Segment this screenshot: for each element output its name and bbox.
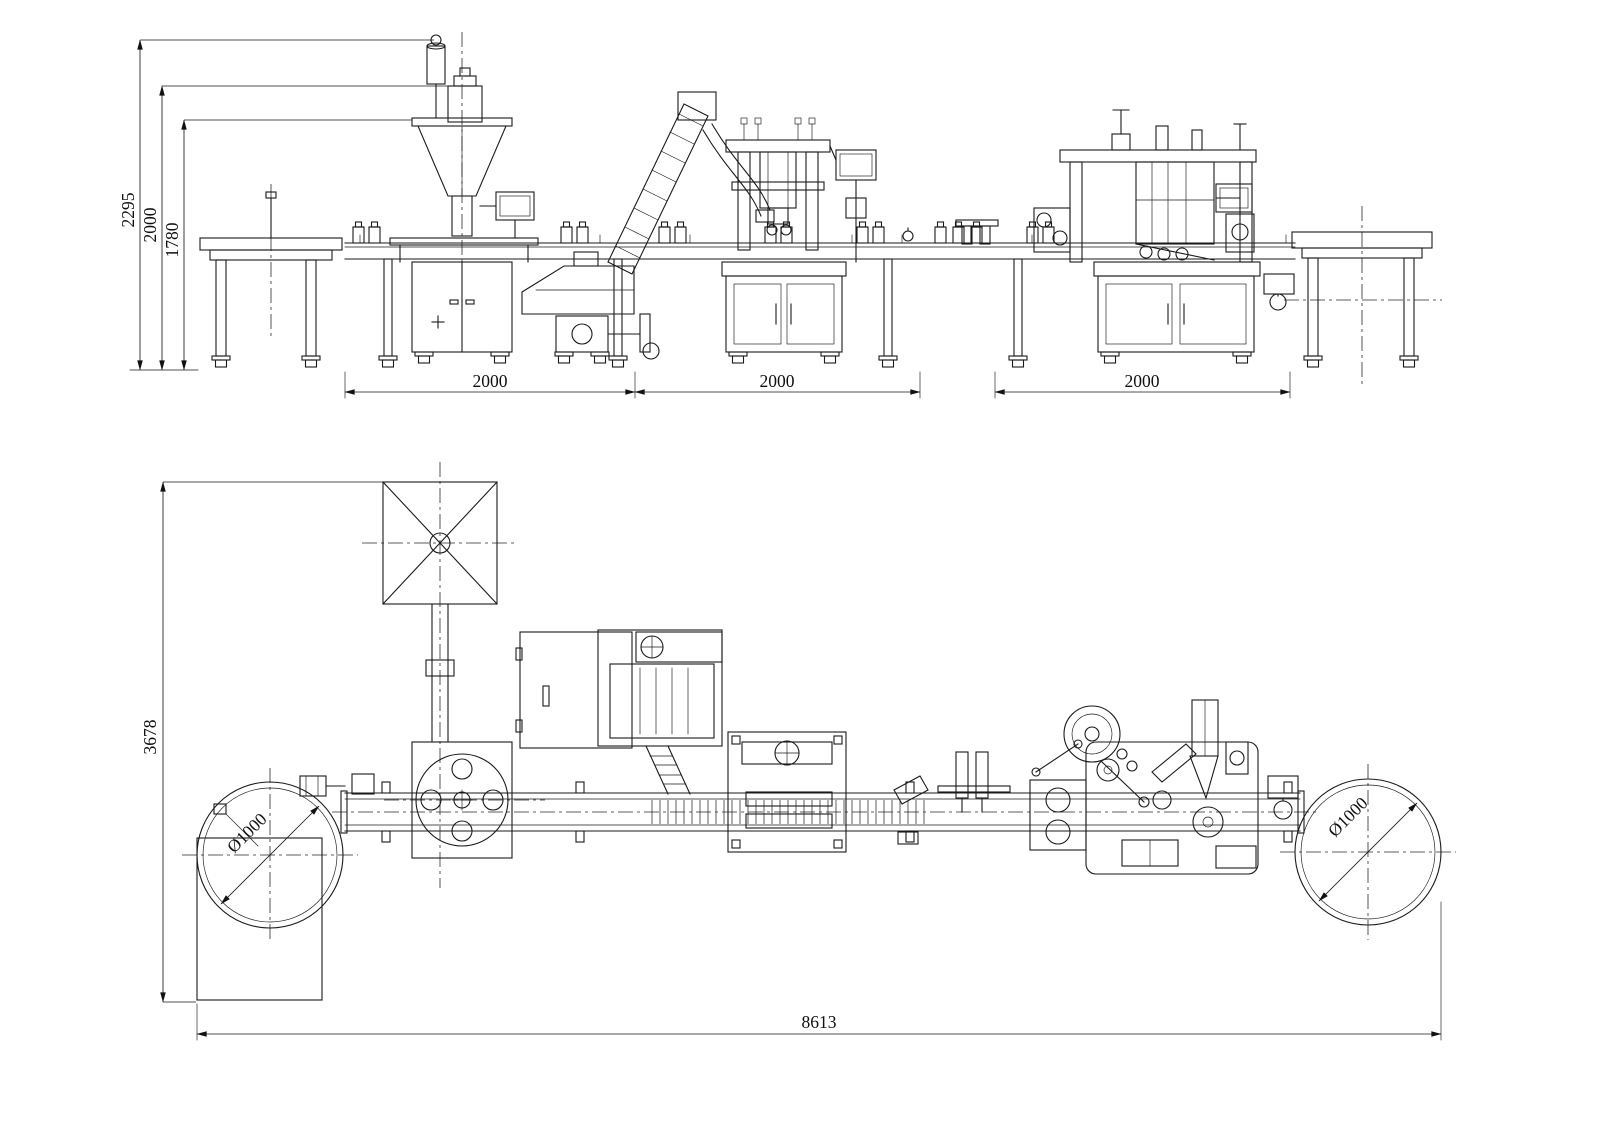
- auger-filler-side: [389, 32, 539, 364]
- overall-length-dimension: 8613: [196, 901, 1442, 1041]
- infeed-table-side: [199, 184, 343, 368]
- filler-plan: [351, 741, 545, 859]
- elevation-height-dimensions: 2295 2000 1780: [118, 39, 448, 371]
- dim-width-labeler: 2000: [1125, 371, 1160, 391]
- labeler-plan: [1029, 699, 1299, 875]
- guide-rail-posts: [359, 234, 1287, 244]
- outfeed-turntable-plan: Ø1000: [1280, 764, 1456, 940]
- dim-height-1780: 1780: [162, 222, 182, 257]
- dim-length-8613: 8613: [802, 1012, 837, 1032]
- inline-sensors-side: [902, 219, 999, 245]
- inline-sensors-plan: [893, 751, 1011, 845]
- elevator-cleats: [615, 113, 704, 259]
- cap-chute-plan: [645, 745, 691, 795]
- dim-height-2295: 2295: [118, 192, 138, 227]
- plan-view: 3678: [140, 462, 1456, 1041]
- bottles-on-conveyor: [352, 221, 1055, 244]
- dim-diameter-left: Ø1000: [223, 809, 271, 857]
- dim-height-2000: 2000: [140, 207, 160, 242]
- elevation-view: 2295 2000 1780: [118, 32, 1442, 399]
- dim-diameter-right: Ø1000: [1324, 793, 1372, 841]
- capper-tie-rods: [740, 117, 816, 141]
- plan-depth-dimension: 3678: [140, 481, 440, 1003]
- capping-machine-side: [721, 117, 877, 364]
- cap-elevator-plan: [597, 629, 723, 795]
- infeed-turntable-plan: Ø1000: [182, 768, 358, 1001]
- main-conveyor-plan: [299, 775, 1316, 843]
- dim-width-capper: 2000: [760, 371, 795, 391]
- labeling-machine-side: [1033, 109, 1295, 364]
- dim-width-filler: 2000: [473, 371, 508, 391]
- cap-elevator-side: [521, 91, 775, 364]
- hopper-plan: [362, 462, 518, 888]
- capper-plan: [727, 731, 847, 853]
- door-panel-plan: [515, 631, 633, 749]
- elevation-width-dimensions: 2000 2000 2000: [344, 371, 1291, 399]
- dim-depth-3678: 3678: [140, 719, 160, 754]
- outfeed-table-side: [1284, 206, 1442, 384]
- main-conveyor-side: [344, 221, 1296, 368]
